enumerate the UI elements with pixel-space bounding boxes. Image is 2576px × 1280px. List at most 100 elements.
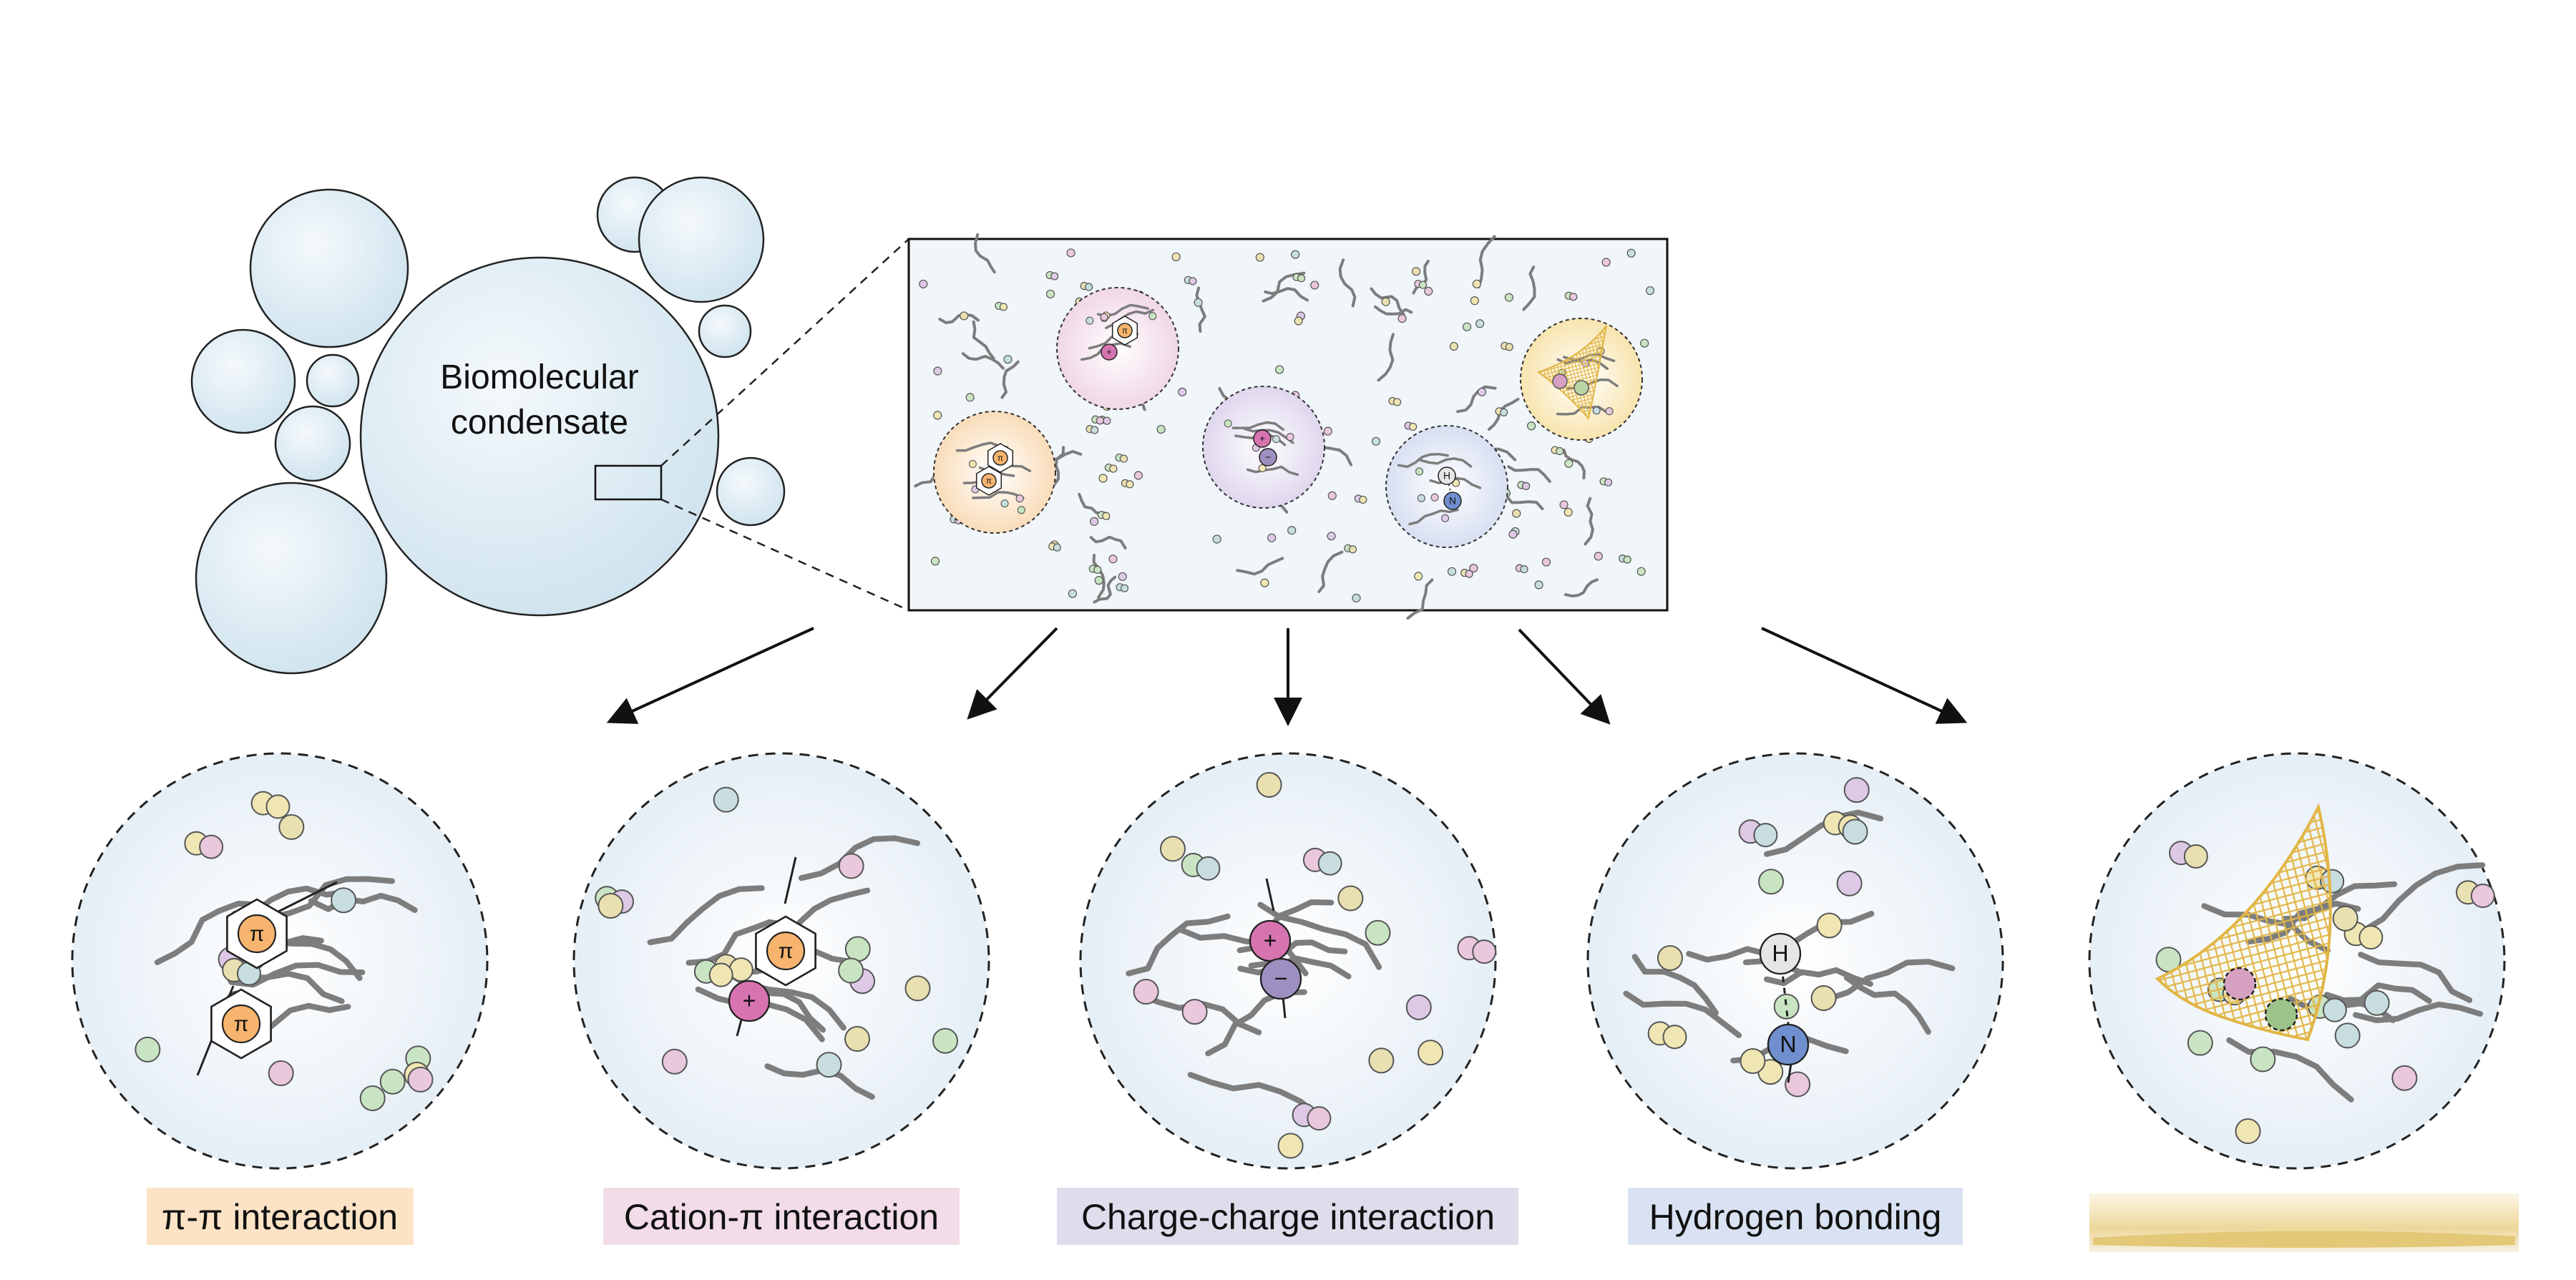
polymer-chain (1317, 550, 1344, 593)
arrow-to-pipi (606, 627, 814, 724)
n-atom-symbol: N (1449, 496, 1456, 507)
cation-icon (1101, 343, 1118, 361)
bead (1522, 482, 1531, 490)
bead (1015, 494, 1024, 503)
polymer-chain (1477, 235, 1496, 289)
bead (278, 814, 305, 840)
polymer-chain (1089, 535, 1127, 549)
bead (1181, 999, 1208, 1025)
polymer-chain (974, 233, 996, 274)
bead (1108, 554, 1118, 564)
bead (1171, 252, 1181, 262)
panel-charge-charge: +− (1079, 752, 1497, 1170)
bead (1592, 406, 1601, 415)
bead (1272, 435, 1281, 444)
polymer-chain (1825, 959, 1956, 1002)
anion-symbol: − (1274, 966, 1288, 992)
bead (1657, 944, 1683, 971)
droplet (274, 405, 351, 482)
label-cation-pi: Cation-π interaction (624, 1197, 939, 1237)
bead (1133, 471, 1143, 480)
bead (1604, 478, 1613, 487)
droplet (306, 353, 360, 408)
bead (968, 459, 977, 469)
label-bg-pipi (147, 1188, 414, 1245)
bead (2322, 997, 2347, 1022)
bead (1505, 343, 1513, 351)
zoom-inset: πππ++−HN (907, 233, 1669, 620)
bead (1100, 313, 1108, 321)
bead (265, 794, 291, 819)
arrow-to-mesh (1761, 627, 1968, 724)
bead (1475, 319, 1485, 328)
polymer-chain (1420, 457, 1473, 468)
bead (1418, 280, 1428, 289)
inset-subregion: HN (1385, 425, 1508, 548)
bead (1842, 819, 1868, 845)
bead (1753, 823, 1778, 848)
bead (1449, 341, 1458, 351)
bead (1418, 1040, 1444, 1066)
bead (2235, 1118, 2261, 1145)
polymer-chain (1243, 427, 1294, 444)
bead (661, 1048, 688, 1075)
bead (1260, 578, 1269, 587)
panel-pipi: ππ (71, 752, 489, 1170)
bead (1569, 293, 1578, 301)
trapped-bead (2223, 967, 2257, 1001)
bead (1102, 512, 1111, 520)
bead (1564, 459, 1574, 468)
bead (1424, 286, 1433, 296)
bead (1310, 280, 1319, 290)
bead (1594, 552, 1603, 561)
label-pipi: π-π interaction (162, 1197, 398, 1237)
polymer-chain (1195, 286, 1206, 333)
droplet (190, 328, 296, 434)
bead (933, 411, 942, 420)
polymer-chain (798, 835, 921, 881)
polymer-chain (1456, 385, 1497, 414)
bead (359, 1085, 386, 1111)
bead (1196, 856, 1221, 881)
bead (135, 1036, 161, 1062)
bead (2334, 1022, 2361, 1049)
polymer-chain (154, 900, 265, 965)
condensate-droplet (359, 256, 720, 617)
bead (1409, 422, 1418, 431)
pi-icon (981, 473, 997, 489)
bead (1441, 514, 1450, 522)
bead (2358, 925, 2384, 950)
pi-symbol: π (1122, 327, 1128, 336)
bead (932, 1027, 959, 1054)
pi-icon (221, 1004, 261, 1044)
inset-contents: πππ++−HN (914, 233, 1655, 620)
bead (1397, 314, 1407, 323)
bond-line (272, 881, 338, 916)
bond-line (1265, 878, 1275, 912)
polymer-chain (1406, 578, 1434, 620)
bead (1414, 572, 1423, 581)
bead (1534, 580, 1543, 590)
pi-icon (237, 914, 277, 954)
bead (379, 1068, 406, 1095)
bead (1504, 293, 1514, 302)
bead (1662, 1025, 1687, 1050)
polymer-chain (1237, 955, 1352, 979)
bead (1352, 593, 1361, 602)
bead (1103, 416, 1111, 425)
polymer-chain (1377, 333, 1395, 382)
bead (1623, 555, 1631, 564)
bead (1050, 272, 1059, 280)
bead (904, 975, 931, 1002)
bead (1605, 407, 1614, 416)
condensate-label-line2: condensate (451, 404, 628, 441)
interaction-panels: ππ π+ +− HN (71, 752, 2506, 1170)
bead (1470, 296, 1479, 306)
bead (1327, 491, 1337, 500)
bead (2470, 884, 2495, 909)
droplet (249, 188, 409, 348)
bead (1291, 250, 1300, 259)
zoom-region-box (594, 464, 663, 501)
polymer-chain (1187, 1072, 1322, 1120)
bead (1843, 777, 1870, 803)
